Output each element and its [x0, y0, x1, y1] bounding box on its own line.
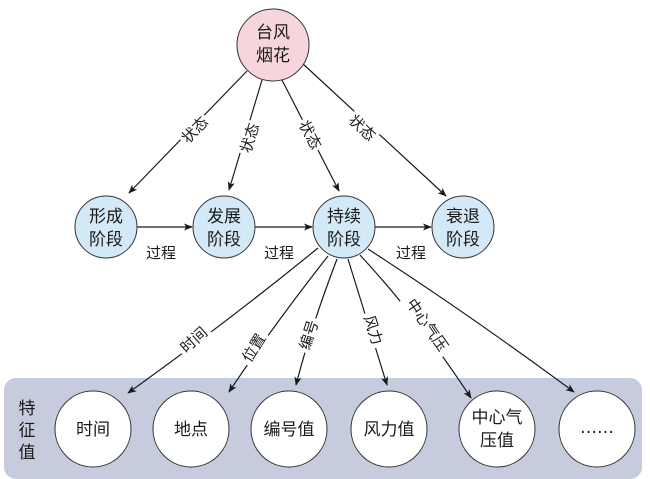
stage-label-line2: 阶段	[446, 230, 480, 250]
process-label-2: 过程	[264, 244, 294, 262]
feature-circle	[350, 390, 428, 468]
state-edges	[128, 62, 447, 197]
feature-node-number: 编号值	[250, 390, 328, 468]
feature-label-line1: 编号值	[264, 420, 315, 440]
feature-label-line1: 中心气	[472, 408, 523, 428]
root-node: 台风 烟花	[236, 8, 310, 82]
stage-node-formation: 形成 阶段	[74, 195, 138, 259]
feature-circle	[54, 390, 132, 468]
process-labels: 过程 过程 过程	[146, 244, 426, 262]
stage-label-line1: 持续	[327, 207, 361, 227]
feature-label-line1: 风力值	[364, 420, 415, 440]
feature-edge-more	[367, 248, 575, 393]
feature-label-bg-1	[173, 320, 215, 360]
feature-node-wind: 风力值	[350, 390, 428, 468]
feature-label-bg-4	[357, 309, 389, 351]
process-label-3: 过程	[396, 244, 426, 262]
feature-label-bg-5	[398, 290, 456, 360]
stage-circle	[74, 195, 138, 259]
stage-label-line1: 发展	[207, 207, 241, 227]
stage-node-development: 发展 阶段	[192, 195, 256, 259]
band-label-char-1: 特	[19, 399, 36, 419]
band-label-char-2: 征	[19, 421, 36, 441]
feature-circle	[558, 390, 636, 468]
stage-circle	[192, 195, 256, 259]
stage-circle	[312, 195, 376, 259]
feature-edges	[127, 247, 575, 399]
stage-node-decline: 衰退 阶段	[431, 195, 495, 259]
feature-label-bg-3	[293, 314, 325, 356]
stage-label-line2: 阶段	[89, 230, 123, 250]
feature-circle	[250, 390, 328, 468]
root-label-line1: 台风	[256, 23, 290, 43]
feature-edge-time	[127, 247, 319, 394]
stage-label-line2: 阶段	[207, 230, 241, 250]
feature-label-line2: 压值	[480, 431, 514, 451]
feature-label-pressure: 中心气压	[402, 295, 451, 354]
feature-label-wind: 风力	[360, 313, 386, 347]
feature-edge-location	[228, 255, 329, 393]
stage-label-line1: 形成	[89, 207, 123, 227]
root-label-line2: 烟花	[256, 46, 290, 66]
process-label-1: 过程	[146, 244, 176, 262]
state-label-bg-4	[342, 109, 382, 147]
feature-label-number: 编号	[296, 318, 322, 352]
feature-edge-labels: 时间 位置 编号 风力 中心气压	[173, 290, 456, 369]
band-label-char-3: 值	[19, 443, 36, 463]
feature-node-pressure: 中心气 压值	[458, 390, 536, 468]
state-label-bg-3	[293, 115, 327, 155]
stage-label-line2: 阶段	[327, 230, 361, 250]
root-circle	[236, 8, 310, 82]
feature-node-time: 时间	[54, 390, 132, 468]
state-labels: 状态 状态 状态 状态	[175, 109, 382, 158]
state-label-bg-1	[175, 110, 215, 150]
feature-circle	[152, 390, 230, 468]
feature-node-location: 地点	[152, 390, 230, 468]
state-label-bg-2	[235, 118, 265, 158]
feature-label-bg-2	[235, 327, 273, 369]
feature-band-label: 特 征 值	[19, 399, 36, 463]
stage-circle	[431, 195, 495, 259]
feature-label-line1: ……	[580, 418, 614, 438]
feature-circle	[458, 390, 536, 468]
stage-node-sustained: 持续 阶段	[312, 195, 376, 259]
feature-node-more: ……	[558, 390, 636, 468]
state-label-development: 状态	[237, 121, 263, 155]
feature-label-line1: 地点	[174, 420, 208, 440]
feature-label-line1: 时间	[76, 420, 110, 440]
stage-label-line1: 衰退	[446, 207, 480, 227]
